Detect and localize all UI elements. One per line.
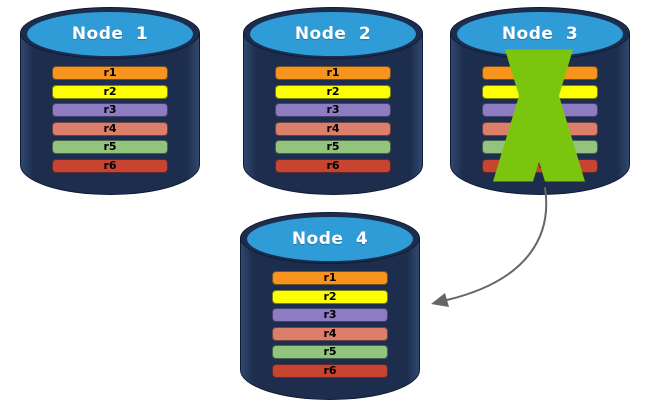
row-r2: r2 <box>52 84 168 99</box>
failover-arrow <box>431 187 548 307</box>
row-r6: r6 <box>272 363 388 378</box>
node-4-cylinder-rim: Node 4 <box>240 212 420 264</box>
node-4-replica-rows: r1 r2 r3 r4 r5 r6 <box>272 271 388 378</box>
node-1-cylinder-rim: Node 1 <box>20 7 200 59</box>
node-3: Node 3 r1 r2 r3 r4 r5 r6 <box>450 7 630 195</box>
row-r1: r1 <box>52 66 168 80</box>
row-r3: r3 <box>275 103 391 117</box>
row-r4: r4 <box>52 121 168 136</box>
node-3-cylinder-top: Node 3 <box>457 12 623 56</box>
row-r1: r1 <box>272 271 388 285</box>
row-r2: r2 <box>275 84 391 99</box>
node-4-title: Node 4 <box>291 229 369 249</box>
node-4: Node 4 r1 r2 r3 r4 r5 r6 <box>240 212 420 400</box>
node-1-title: Node 1 <box>71 24 149 44</box>
row-r5: r5 <box>52 140 168 154</box>
row-r4: r4 <box>275 121 391 136</box>
node-4-cylinder-top: Node 4 <box>247 217 413 261</box>
failover-arrow-head <box>431 293 449 307</box>
row-r3: r3 <box>272 308 388 322</box>
node-2-title: Node 2 <box>294 24 372 44</box>
row-r3: r3 <box>52 103 168 117</box>
node-1-replica-rows: r1 r2 r3 r4 r5 r6 <box>52 66 168 173</box>
node-2-replica-rows: r1 r2 r3 r4 r5 r6 <box>275 66 391 173</box>
node-2-cylinder-top: Node 2 <box>250 12 416 56</box>
node-3-title: Node 3 <box>501 24 579 44</box>
node-1: Node 1 r1 r2 r3 r4 r5 r6 <box>20 7 200 195</box>
failure-x-icon <box>493 49 585 182</box>
row-r6: r6 <box>275 158 391 173</box>
row-r4: r4 <box>272 326 388 341</box>
node-2-cylinder-rim: Node 2 <box>243 7 423 59</box>
row-r6: r6 <box>52 158 168 173</box>
row-r5: r5 <box>275 140 391 154</box>
row-r1: r1 <box>275 66 391 80</box>
row-r5: r5 <box>272 345 388 359</box>
row-r2: r2 <box>272 289 388 304</box>
node-2: Node 2 r1 r2 r3 r4 r5 r6 <box>243 7 423 195</box>
node-1-cylinder-top: Node 1 <box>27 12 193 56</box>
failover-arrow-line <box>446 187 548 301</box>
